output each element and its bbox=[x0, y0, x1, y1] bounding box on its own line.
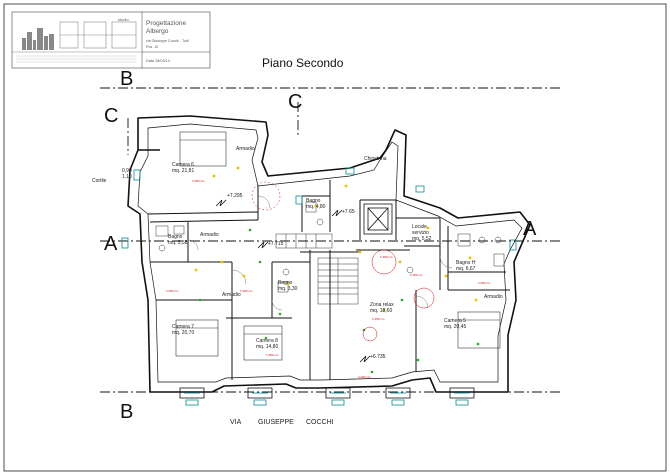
armadio-label-2: Armadio bbox=[200, 232, 219, 238]
svg-text:h 280 cm: h 280 cm bbox=[266, 353, 279, 357]
street-windows bbox=[179, 387, 475, 406]
elevation-marker-2: +7.65 bbox=[331, 209, 355, 217]
lighting-points bbox=[194, 166, 478, 312]
room-bagno-h-name: Bagno H bbox=[456, 260, 476, 266]
studio-logo bbox=[22, 28, 54, 50]
section-mark-b-bottom: B bbox=[120, 401, 133, 423]
section-mark-c-left: C bbox=[104, 105, 118, 127]
drawing-date: Data 15/03/14 bbox=[146, 59, 170, 63]
room-camera-8-area: mq. 14,80 bbox=[256, 344, 278, 350]
elevation-label-2: +7.65 bbox=[342, 209, 355, 215]
door-markers bbox=[121, 167, 517, 251]
room-bagno-top-name: Bagno bbox=[306, 198, 321, 204]
height-notes: h 280 cm h 280 cm h 280 cm h 280 cm h 28… bbox=[166, 179, 491, 379]
section-mark-b-top: B bbox=[120, 68, 133, 90]
project-address: via Giuseppe Cocchi - Todi bbox=[146, 39, 189, 43]
room-bagno-left-area: mq. 3,58 bbox=[168, 240, 188, 246]
project-title-line1: Progettazione bbox=[146, 20, 186, 27]
svg-text:h 280 cm: h 280 cm bbox=[410, 273, 423, 277]
room-locale-area: mq. 5,52 bbox=[412, 236, 432, 242]
beds bbox=[175, 131, 501, 361]
svg-text:h 280 cm: h 280 cm bbox=[478, 281, 491, 285]
title-block: studio Progettazione Albergo via Giusepp… bbox=[11, 11, 211, 69]
project-title-line2: Albergo bbox=[146, 28, 169, 35]
svg-text:h 280 cm: h 280 cm bbox=[240, 289, 253, 293]
elevation-marker-4: +6.735 bbox=[359, 354, 386, 363]
room-camera-5-area: mq. 20,45 bbox=[444, 324, 466, 330]
elevator-shaft bbox=[363, 203, 393, 235]
room-bagno-mid-area: mq. 3,30 bbox=[278, 286, 298, 292]
dimension-left-top: 0,90 bbox=[122, 168, 132, 174]
svg-text:h 280 cm: h 280 cm bbox=[166, 289, 179, 293]
room-zona-relax-area: mq. 18,60 bbox=[370, 308, 392, 314]
elevation-marker-3: +7.715 bbox=[257, 241, 284, 249]
room-bagno-left-name: Bagno bbox=[168, 234, 183, 240]
studio-name: studio bbox=[118, 17, 129, 22]
street-word-2: GIUSEPPE bbox=[258, 419, 294, 426]
armadio-label-3: Armadio bbox=[222, 292, 241, 298]
bed-camera-5 bbox=[457, 311, 501, 349]
armadio-label-4: Armadio bbox=[484, 294, 503, 300]
studio-logo-outline bbox=[59, 21, 137, 49]
room-bagno-top-area: mq. 4,80 bbox=[306, 204, 326, 210]
room-camera-8-name: Camera 8 bbox=[256, 338, 278, 344]
section-mark-c-right: C bbox=[288, 91, 302, 113]
svg-text:h 280 cm: h 280 cm bbox=[380, 255, 393, 259]
elevation-label-1: +7.295 bbox=[227, 193, 243, 199]
svg-text:h 280 cm: h 280 cm bbox=[372, 317, 385, 321]
svg-text:h 280 cm: h 280 cm bbox=[192, 179, 205, 183]
room-bagno-mid-name: Bagno bbox=[278, 280, 293, 286]
ceiling-fixtures bbox=[251, 181, 435, 342]
room-zona-relax-name: Zona relax bbox=[370, 302, 394, 308]
plan-title: Piano Secondo bbox=[262, 56, 344, 70]
room-locale-name-1: Locale bbox=[412, 224, 427, 230]
room-camera-7-name: Camera 7 bbox=[172, 324, 194, 330]
room-locale-name-2: servizio bbox=[412, 230, 429, 236]
svg-text:h 280 cm: h 280 cm bbox=[358, 375, 371, 379]
cortile-label: Cortile bbox=[92, 178, 107, 184]
street-word-1: VIA bbox=[230, 419, 242, 426]
room-camera-6-area: mq. 21,81 bbox=[172, 168, 194, 174]
elevation-marker-1: +7.295 bbox=[215, 193, 243, 207]
exterior-walls bbox=[127, 115, 531, 393]
door-swings bbox=[187, 195, 453, 311]
elevation-label-3: +7.715 bbox=[268, 241, 284, 247]
project-position: Pos. 10 bbox=[146, 45, 158, 49]
dimension-left-bottom: 1,10 bbox=[122, 174, 132, 180]
sheet-border bbox=[3, 3, 667, 472]
armadio-label-1: Armadio bbox=[236, 146, 255, 152]
elevation-label-4: +6.735 bbox=[370, 354, 386, 360]
bed-camera-6 bbox=[179, 131, 227, 167]
section-mark-a-left: A bbox=[104, 233, 118, 255]
inner-wall-lines bbox=[137, 123, 523, 383]
staircase bbox=[275, 233, 359, 305]
room-camera-5-name: Camera 5 bbox=[444, 318, 466, 324]
chiostrina-label: Chiostrina bbox=[364, 156, 387, 162]
bed-camera-8 bbox=[243, 325, 283, 361]
interior-partitions bbox=[147, 180, 510, 380]
room-camera-6-name: Camera 6 bbox=[172, 162, 194, 168]
room-camera-7-area: mq. 20,70 bbox=[172, 330, 194, 336]
room-bagno-h-area: mq. 6,67 bbox=[456, 266, 476, 272]
bed-camera-7 bbox=[175, 319, 219, 357]
electrical-outlets bbox=[198, 228, 480, 374]
street-word-3: COCCHI bbox=[306, 419, 334, 426]
